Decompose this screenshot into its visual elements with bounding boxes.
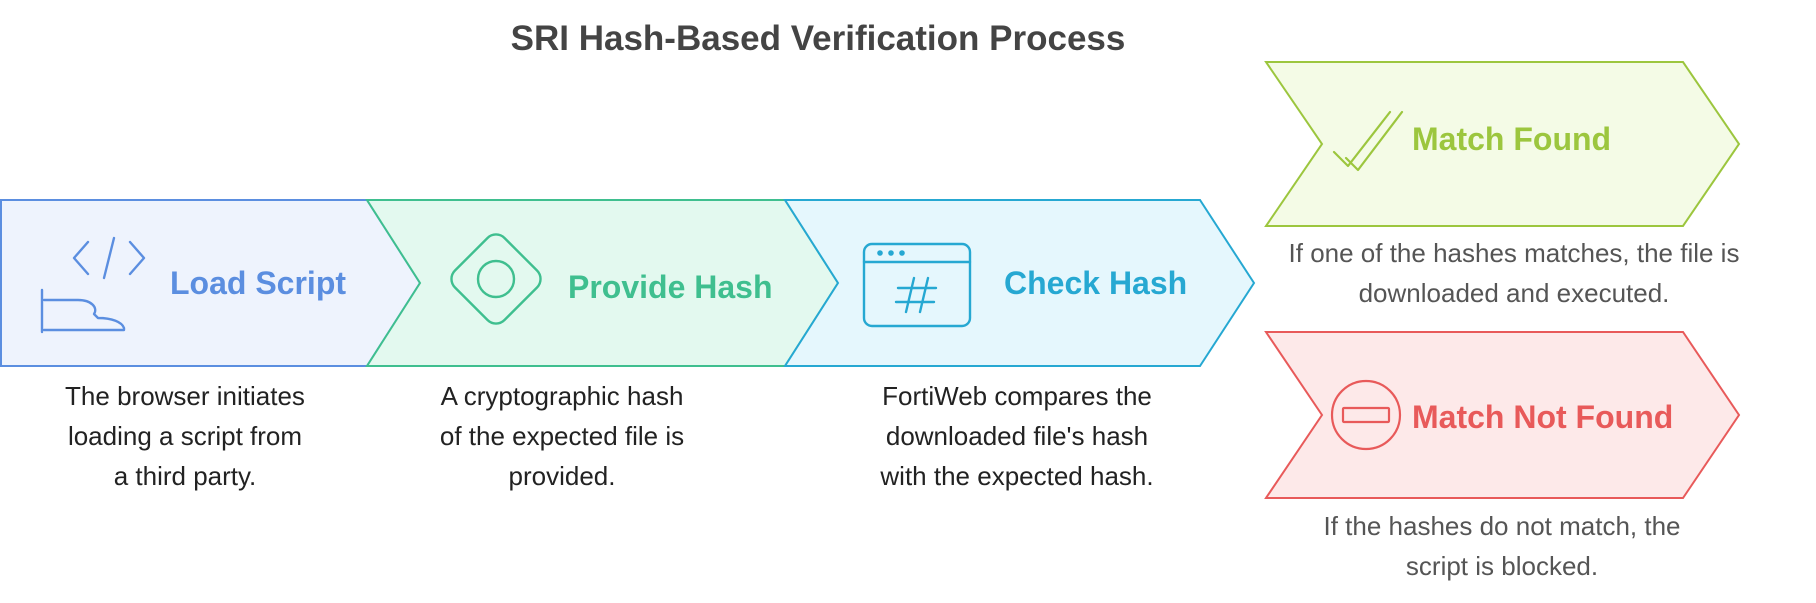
outcome-match-found-shape [1264, 61, 1741, 227]
description-line: with the expected hash. [879, 461, 1153, 491]
description-line: downloaded file's hash [886, 421, 1148, 451]
outcome-match-found-label: Match Found [1412, 121, 1611, 157]
browser-hash-icon [862, 242, 972, 328]
diagram-title: SRI Hash-Based Verification Process [511, 19, 1126, 58]
outcome-match-found-description: If one of the hashes matches, the file i… [1289, 238, 1740, 308]
outcome-match-found: Match Found [1264, 61, 1741, 227]
code-hand-icon [40, 236, 146, 334]
double-check-icon [1332, 110, 1404, 172]
diamond-circle-icon [450, 233, 542, 325]
step-provide-hash-label: Provide Hash [568, 269, 773, 305]
description-line: script is blocked. [1406, 551, 1598, 581]
description-line: The browser initiates [65, 381, 305, 411]
description-line: loading a script from [68, 421, 302, 451]
step-provide-hash: Provide Hash [365, 199, 840, 367]
step-load-script-description: The browser initiates loading a script f… [65, 381, 305, 491]
description-line: A cryptographic hash [441, 381, 684, 411]
description-line: If the hashes do not match, the [1323, 511, 1680, 541]
description-line: provided. [509, 461, 616, 491]
description-line: of the expected file is [440, 421, 684, 451]
outcome-match-not-found-description: If the hashes do not match, the script i… [1323, 511, 1680, 581]
description-line: a third party. [114, 461, 257, 491]
description-line: downloaded and executed. [1359, 278, 1670, 308]
step-load-script-label: Load Script [170, 265, 346, 301]
description-line: FortiWeb compares the [882, 381, 1152, 411]
step-check-hash-label: Check Hash [1004, 265, 1187, 301]
step-load-script: Load Script [0, 199, 422, 367]
outcome-match-not-found: Match Not Found [1264, 331, 1741, 499]
step-check-hash: Check Hash [783, 199, 1256, 367]
step-check-hash-description: FortiWeb compares the downloaded file's … [879, 381, 1153, 491]
step-provide-hash-description: A cryptographic hash of the expected fil… [440, 381, 684, 491]
description-line: If one of the hashes matches, the file i… [1289, 238, 1740, 268]
outcome-match-not-found-shape [1264, 331, 1741, 499]
blocked-circle-icon [1330, 379, 1402, 451]
outcome-match-not-found-label: Match Not Found [1412, 399, 1673, 435]
step-check-hash-shape [783, 199, 1256, 367]
